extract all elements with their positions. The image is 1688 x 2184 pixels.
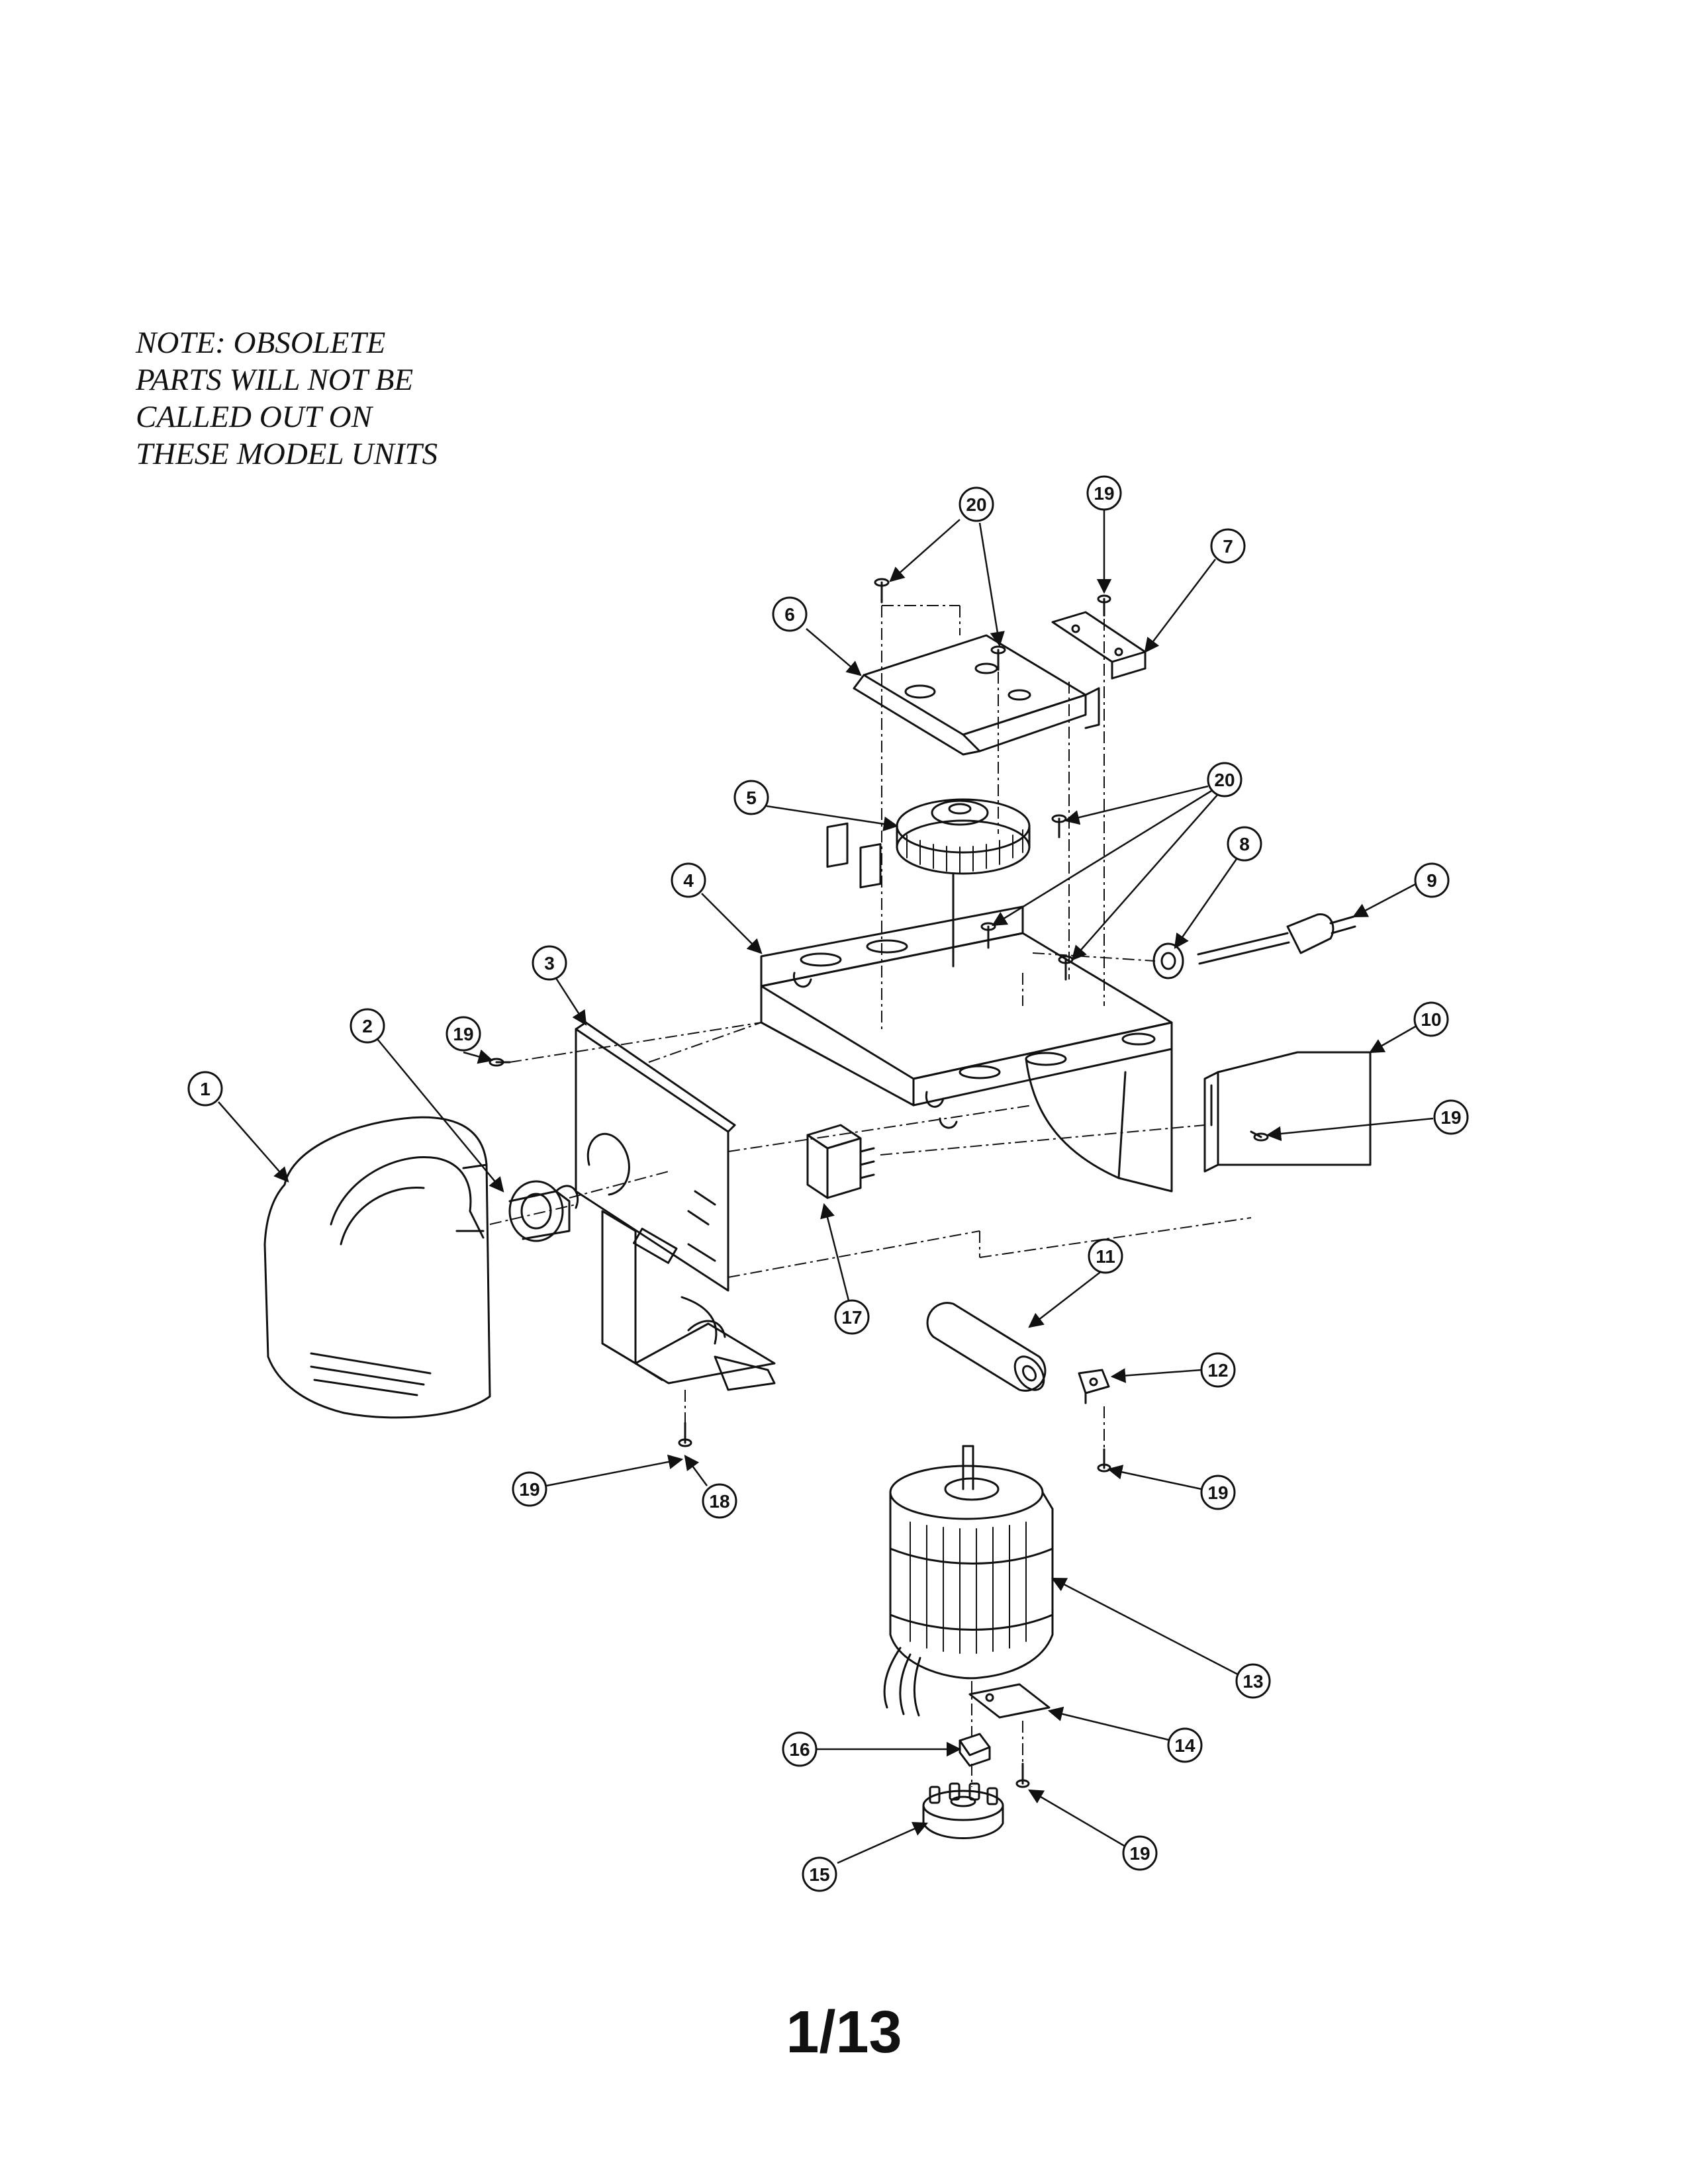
callout-20-mid: 20 (1207, 762, 1243, 797)
callout-11-label: 11 (1096, 1246, 1115, 1267)
screw-19-motor (1015, 1762, 1030, 1788)
callout-4-label: 4 (683, 870, 694, 891)
callout-20-mid-label: 20 (1214, 770, 1235, 790)
callout-19-clamp: 19 (1200, 1475, 1236, 1510)
screw-19-top (1097, 594, 1111, 617)
part-capacitor (926, 1302, 1047, 1392)
callout-1: 1 (187, 1071, 223, 1107)
callout-19-top-label: 19 (1094, 483, 1114, 504)
callout-3: 3 (532, 945, 567, 981)
callout-10: 10 (1413, 1001, 1449, 1037)
callout-9-label: 9 (1427, 870, 1437, 891)
screw-19-clamp (1097, 1448, 1111, 1473)
callout-5: 5 (733, 780, 769, 815)
callout-20-top-label: 20 (966, 494, 986, 515)
note-line-3: CALLED OUT ON (136, 400, 372, 434)
leader-lines (218, 510, 1434, 1864)
callout-5-label: 5 (746, 788, 757, 808)
callout-19-endplate-label: 19 (453, 1024, 473, 1044)
screw-20-mid-b (980, 922, 996, 949)
part-cover-panel (1203, 1051, 1372, 1173)
callout-19-motor-label: 19 (1129, 1843, 1150, 1864)
callout-19-panel-label: 19 (1440, 1107, 1461, 1128)
callout-4: 4 (671, 862, 706, 898)
callout-16: 16 (782, 1731, 818, 1767)
callout-19-clamp-label: 19 (1207, 1482, 1228, 1503)
callout-19-motor: 19 (1122, 1835, 1158, 1871)
callout-3-label: 3 (544, 953, 555, 974)
part-transformer (806, 1124, 875, 1199)
callout-14: 14 (1167, 1727, 1203, 1763)
callout-6-label: 6 (784, 604, 795, 625)
callout-14-label: 14 (1174, 1735, 1196, 1756)
part-light-socket (508, 1180, 579, 1242)
callout-13: 13 (1235, 1663, 1271, 1699)
note-line-2: PARTS WILL NOT BE (136, 363, 414, 397)
part-chassis (760, 822, 1173, 1193)
callout-6: 6 (772, 596, 808, 632)
callout-2: 2 (350, 1008, 385, 1044)
callout-17-label: 17 (841, 1307, 862, 1328)
screw-20-mid-a (1051, 814, 1067, 839)
callout-1-label: 1 (200, 1079, 211, 1099)
screw-20-top-right (990, 645, 1006, 671)
callout-19-bracket-label: 19 (519, 1479, 539, 1500)
callout-10-label: 10 (1421, 1009, 1441, 1030)
part-capacitor-clamp (1078, 1369, 1110, 1404)
callout-12: 12 (1200, 1352, 1236, 1388)
callout-11: 11 (1088, 1238, 1123, 1274)
callout-19-bracket: 19 (512, 1471, 547, 1507)
assembly-guide-lines (489, 605, 1252, 1787)
part-drive-gear (896, 798, 1031, 968)
part-top-bracket (853, 634, 1100, 756)
callout-19-top: 19 (1086, 475, 1122, 511)
callout-18: 18 (702, 1483, 737, 1519)
callout-8-label: 8 (1239, 834, 1250, 854)
callout-2-label: 2 (362, 1016, 373, 1036)
screw-20-mid-c (1058, 955, 1074, 981)
screws (489, 578, 1269, 1788)
part-coupler (959, 1733, 991, 1767)
part-small-bracket (1051, 611, 1147, 680)
callout-19-endplate: 19 (445, 1016, 481, 1052)
callout-9: 9 (1414, 862, 1450, 898)
part-motor (883, 1445, 1054, 1717)
callout-15: 15 (802, 1856, 837, 1892)
callout-7: 7 (1210, 528, 1246, 564)
part-power-cord (1197, 913, 1356, 965)
callout-19-panel: 19 (1433, 1099, 1469, 1135)
callout-12-label: 12 (1207, 1360, 1228, 1381)
screw-19-panel (1250, 1130, 1269, 1142)
obsolete-parts-note: NOTE: OBSOLETE PARTS WILL NOT BE CALLED … (136, 324, 438, 473)
callout-7-label: 7 (1223, 536, 1233, 557)
callout-8: 8 (1227, 826, 1262, 862)
part-endplate (575, 1021, 736, 1292)
callout-13-label: 13 (1243, 1671, 1263, 1692)
callout-20-top: 20 (959, 486, 994, 522)
note-line-4: THESE MODEL UNITS (136, 437, 438, 471)
part-fan-pulley (922, 1782, 1004, 1839)
part-strain-relief (1152, 942, 1184, 979)
screw-20-top-left (874, 578, 890, 604)
callout-16-label: 16 (789, 1739, 810, 1760)
part-motor-plate (968, 1683, 1051, 1719)
page-number: 1/13 (786, 1999, 902, 2066)
callout-17: 17 (834, 1299, 870, 1335)
part-cover-lens (263, 1116, 491, 1419)
note-line-1: NOTE: OBSOLETE (136, 326, 386, 360)
part-logic-bracket (601, 1210, 776, 1391)
callout-15-label: 15 (809, 1864, 829, 1885)
screw-19-endplate (489, 1058, 511, 1067)
screw-19-bracket (678, 1422, 692, 1447)
callout-markers: 1 2 3 4 5 6 7 8 (187, 475, 1469, 1892)
callout-18-label: 18 (709, 1491, 729, 1512)
